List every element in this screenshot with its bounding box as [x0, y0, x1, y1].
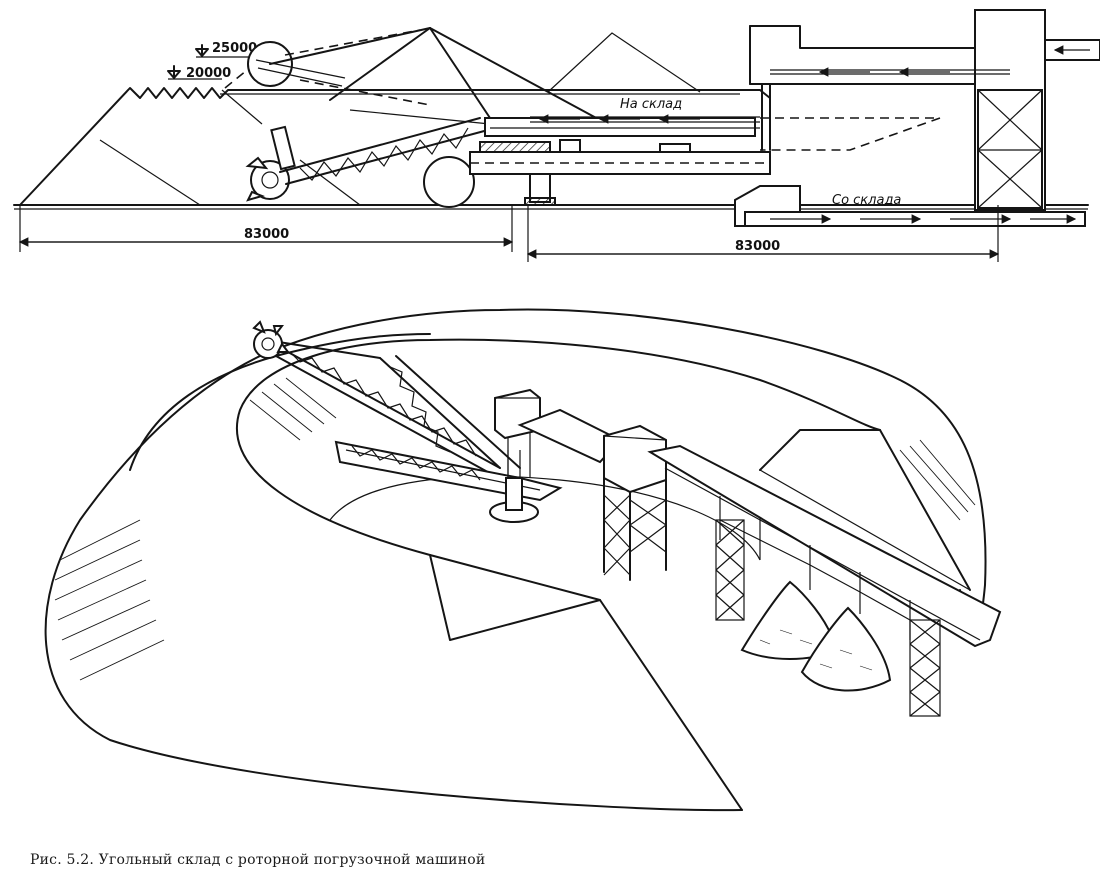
- boom-truss-lower: [270, 117, 489, 185]
- dimension-left: 83000: [18, 205, 514, 252]
- pile-slope-line: [221, 89, 263, 125]
- boom-upper: [269, 27, 601, 125]
- level-marker-low: 20000: [167, 65, 231, 81]
- transfer-tower-perspective: [603, 424, 667, 581]
- pile-inner-crest: [235, 338, 881, 556]
- conveyor-to-storage: На склад: [530, 97, 760, 124]
- pile-wedge: [429, 554, 743, 811]
- inclined-gallery: [647, 444, 1002, 648]
- level-marker-high: 25000: [195, 41, 257, 58]
- travel-wheel-outline: [423, 156, 475, 208]
- pile-wedge-edge: [429, 554, 601, 641]
- reclaimer-bucket-wheel: [252, 320, 290, 359]
- label-from-storage: Со склада: [832, 193, 901, 208]
- pile-upper-crest: [129, 333, 431, 471]
- pile-shading: [54, 377, 976, 681]
- figure-caption: Рис. 5.2. Угольный склад с роторной погр…: [30, 852, 486, 868]
- pile-inner-line-1: [299, 159, 361, 206]
- background-cone: [547, 32, 701, 93]
- conveyor-from-storage: Со склада: [734, 185, 1086, 227]
- reclaimer-boom: [265, 339, 521, 483]
- central-floor: [329, 475, 761, 561]
- coal-pile-outline: [19, 87, 771, 206]
- pile-right-wedge: [759, 429, 971, 591]
- transfer-tower: [974, 9, 1046, 211]
- conveyor-dashed-loop: [760, 117, 941, 151]
- machine-platform: [469, 117, 771, 206]
- bucket-wheel-lower: [245, 156, 290, 202]
- pile-inner-line-2: [99, 139, 201, 206]
- label-to-storage: На склад: [620, 97, 682, 112]
- span-right-label: 83000: [735, 239, 780, 254]
- level-label-high: 25000: [212, 41, 257, 56]
- level-leader: [224, 65, 253, 89]
- gallery-supports: [715, 519, 941, 717]
- stockpile-cones: [740, 580, 892, 692]
- dimension-right: 83000: [526, 205, 1000, 262]
- pile-right-inner: [759, 469, 971, 591]
- head-gallery: [749, 25, 1100, 151]
- section-view: 25000 20000: [13, 9, 1100, 262]
- span-left-label: 83000: [244, 227, 289, 242]
- level-label-low: 20000: [186, 66, 231, 81]
- slewing-base: [489, 450, 539, 523]
- stacker-arm: [334, 440, 563, 502]
- pile-outer-ring: [44, 308, 987, 812]
- perspective-view: [44, 308, 1002, 812]
